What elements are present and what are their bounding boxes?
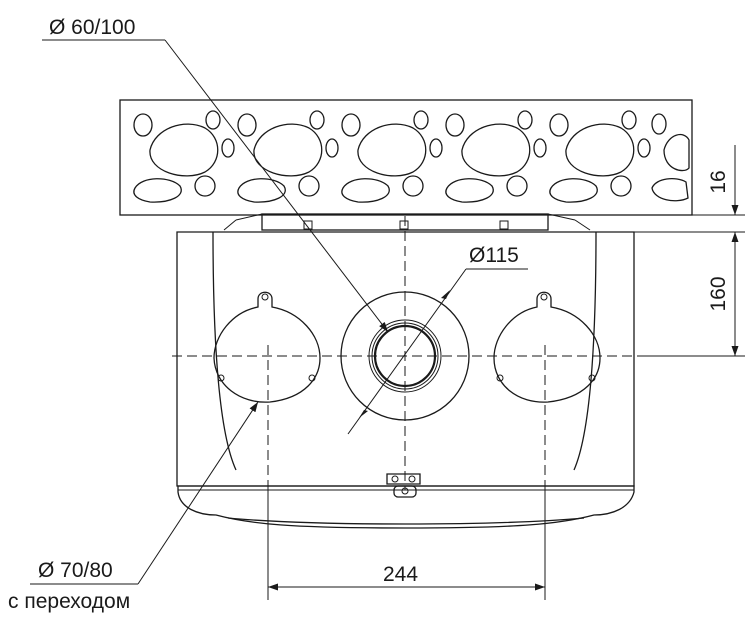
centerlines: [172, 216, 640, 490]
stove-body: [176, 231, 635, 529]
lattice-holes: [133, 110, 690, 203]
lattice-panel: [119, 99, 693, 216]
leader-diam-side: [30, 401, 259, 585]
lattice-edge-holes: [651, 113, 690, 202]
collar: [223, 213, 591, 231]
left-flange: [213, 291, 321, 403]
label-diam-center: Ø115: [469, 244, 519, 267]
label-side-note: с переходом: [8, 590, 130, 613]
dimension-right: [634, 145, 745, 357]
label-diam-top: Ø 60/100: [49, 16, 135, 39]
dimension-244: [267, 490, 546, 600]
leader-diam-center: [347, 268, 528, 435]
right-flange: [493, 291, 601, 403]
label-dim-right-top: 16: [707, 170, 730, 193]
label-diam-side: Ø 70/80: [38, 559, 113, 582]
label-dim-bottom: 244: [383, 563, 418, 586]
leader-diam-top: [42, 39, 389, 333]
label-dim-right-mid: 160: [707, 276, 730, 311]
